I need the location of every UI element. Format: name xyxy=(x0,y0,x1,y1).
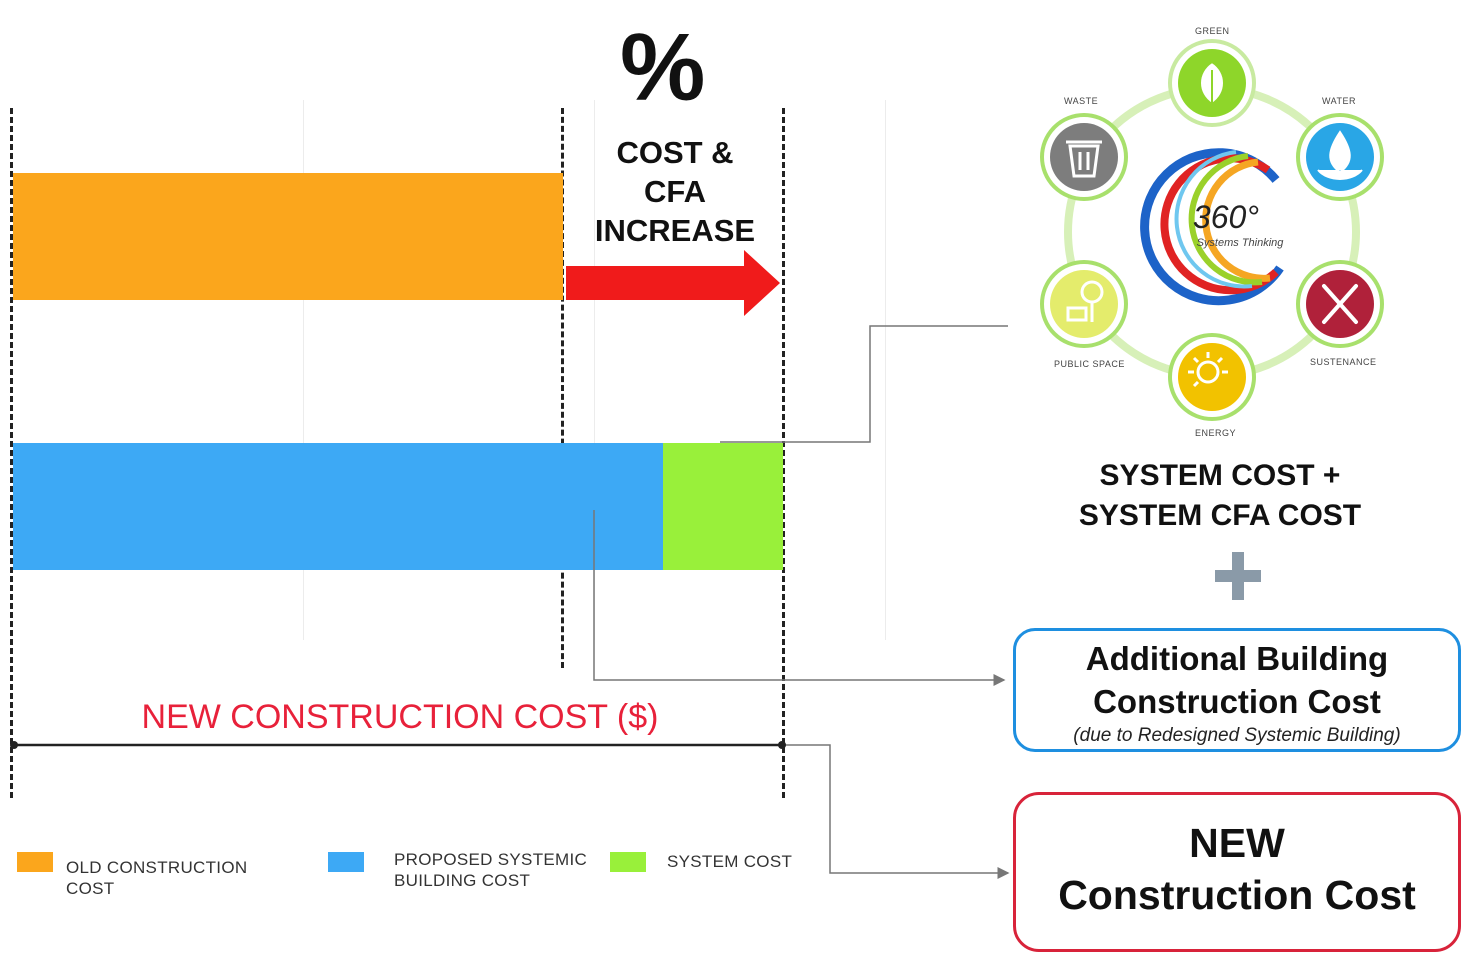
grid-line xyxy=(885,100,886,640)
cost-cfa-increase-label: COST & CFA INCREASE xyxy=(575,133,775,250)
water-drop-icon xyxy=(1317,130,1363,180)
wheel-label-public-space: PUBLIC SPACE xyxy=(1054,359,1125,369)
legend-label-proposed-building: PROPOSED SYSTEMIC BUILDING COST xyxy=(394,850,588,890)
fork-knife-icon xyxy=(1322,284,1358,324)
legend-label-old-construction: OLD CONSTRUCTION COST xyxy=(66,858,248,898)
leaf-icon xyxy=(1199,60,1225,106)
wheel-label-green: GREEN xyxy=(1195,26,1230,36)
system-cost-title: SYSTEM COST + SYSTEM CFA COST xyxy=(1078,459,1362,532)
wheel-node-public-space xyxy=(1040,260,1128,348)
legend-label-system-cost: SYSTEM COST xyxy=(667,852,793,871)
wheel-label-sustenance: SUSTENANCE xyxy=(1310,357,1377,367)
increase-line: CFA xyxy=(644,174,706,209)
plus-icon xyxy=(1215,552,1261,600)
new-construction-cost-box: NEW Construction Cost xyxy=(1013,792,1461,952)
increase-line: COST & xyxy=(616,135,734,170)
wheel-node-waste xyxy=(1040,113,1128,201)
wheel-center-main: 360° xyxy=(1193,199,1259,235)
system-cost-bar xyxy=(663,443,783,570)
new-cost-dashed-boundary xyxy=(782,108,785,798)
wheel-center-sub: Systems Thinking xyxy=(1197,237,1285,249)
wheel-label-energy: ENERGY xyxy=(1195,428,1237,438)
additional-box-note: (due to Redesigned Systemic Building) xyxy=(1073,725,1401,746)
grid-line xyxy=(303,100,304,640)
old-construction-cost-bar xyxy=(13,173,563,300)
wheel-node-energy xyxy=(1168,333,1256,421)
new-box-title-line: Construction Cost xyxy=(1058,872,1416,918)
systems-thinking-logo: 360° Systems Thinking xyxy=(1140,148,1285,306)
tree-bench-icon xyxy=(1066,280,1104,322)
new-box-title-line: NEW xyxy=(1189,820,1285,866)
increase-line: INCREASE xyxy=(594,213,756,248)
left-dashed-boundary xyxy=(10,108,13,798)
wheel-node-green xyxy=(1168,39,1256,127)
proposed-systemic-building-cost-bar xyxy=(13,443,663,570)
old-cost-dashed-boundary xyxy=(561,108,564,668)
wheel-label-waste: WASTE xyxy=(1064,96,1099,106)
additional-building-cost-box: Additional Building Construction Cost (d… xyxy=(1013,628,1461,752)
increase-arrow-icon xyxy=(566,250,780,316)
wheel-node-water xyxy=(1296,113,1384,201)
legend-swatch-proposed-building xyxy=(328,852,364,872)
legend-swatch-system-cost xyxy=(610,852,646,872)
grid-line xyxy=(594,100,595,640)
percent-sign: % xyxy=(620,14,706,121)
legend-swatch-old-construction xyxy=(17,852,53,872)
wheel-label-water: WATER xyxy=(1322,96,1356,106)
sun-icon xyxy=(1188,352,1228,388)
new-construction-cost-axis-label: NEW CONSTRUCTION COST ($) xyxy=(141,698,659,736)
wheel-node-sustenance xyxy=(1296,260,1384,348)
trash-can-icon xyxy=(1066,140,1102,178)
systems-thinking-wheel: 360° Systems Thinking xyxy=(1040,39,1384,421)
additional-box-title-line: Construction Cost xyxy=(1093,683,1381,720)
additional-box-title-line: Additional Building xyxy=(1085,640,1389,677)
